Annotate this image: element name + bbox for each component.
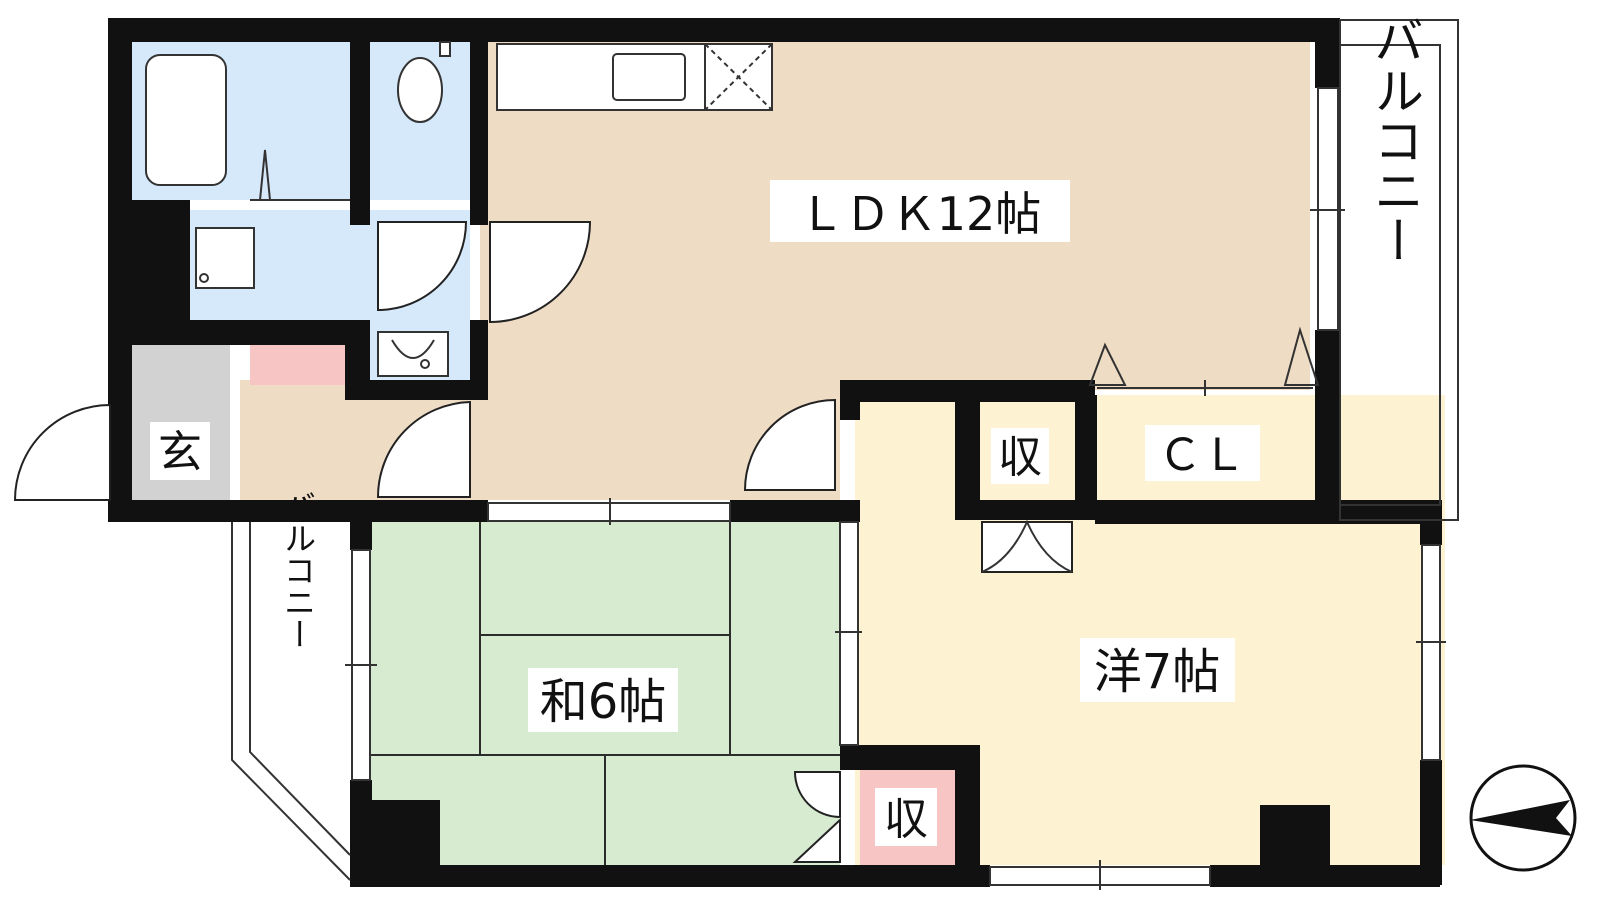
label-storage-upper: 収 bbox=[991, 428, 1049, 484]
western-label-text: 洋7帖 bbox=[1094, 644, 1221, 700]
washroom-door bbox=[377, 221, 468, 312]
tatami-grid bbox=[370, 520, 840, 865]
label-entrance: 玄 bbox=[150, 422, 210, 480]
japanese-label-text: 和6帖 bbox=[540, 674, 667, 730]
compass-north-arrow-icon bbox=[1469, 764, 1577, 872]
label-ldk: ＬＤＫ12帖 bbox=[770, 180, 1070, 242]
balcony-right-structure bbox=[1339, 19, 1459, 521]
balcony-left-structure bbox=[231, 522, 351, 881]
entrance-label-text: 玄 bbox=[158, 427, 202, 478]
ldk-door bbox=[489, 221, 592, 324]
entrance-door bbox=[13, 403, 111, 501]
hall-door bbox=[376, 400, 471, 498]
ldk-label-text: ＬＤＫ12帖 bbox=[799, 187, 1042, 241]
label-japanese: 和6帖 bbox=[528, 668, 678, 732]
bath-door bbox=[250, 149, 350, 201]
toilet-icon bbox=[397, 41, 451, 123]
label-storage-lower: 収 bbox=[875, 788, 937, 846]
shoe-storage bbox=[250, 345, 345, 385]
label-closet: ＣＬ bbox=[1145, 425, 1260, 481]
western-room-door bbox=[743, 398, 836, 491]
closet-label-text: ＣＬ bbox=[1158, 430, 1246, 481]
balcony-left-label: バルコニー bbox=[279, 490, 317, 650]
washing-machine-icon bbox=[195, 227, 255, 289]
bathtub-icon bbox=[145, 54, 227, 186]
wash-basin-icon bbox=[377, 331, 449, 377]
label-western: 洋7帖 bbox=[1080, 638, 1235, 702]
storage-lower-doors bbox=[792, 771, 841, 863]
windows bbox=[345, 87, 1446, 890]
storage-upper-doors bbox=[981, 519, 1073, 573]
closet-doors bbox=[1088, 326, 1320, 396]
kitchen-counter bbox=[496, 43, 773, 111]
storage-lower-label-text: 収 bbox=[884, 794, 928, 845]
storage-upper-label-text: 収 bbox=[998, 432, 1042, 483]
balcony-right-label: バルコニー bbox=[1366, 15, 1424, 265]
